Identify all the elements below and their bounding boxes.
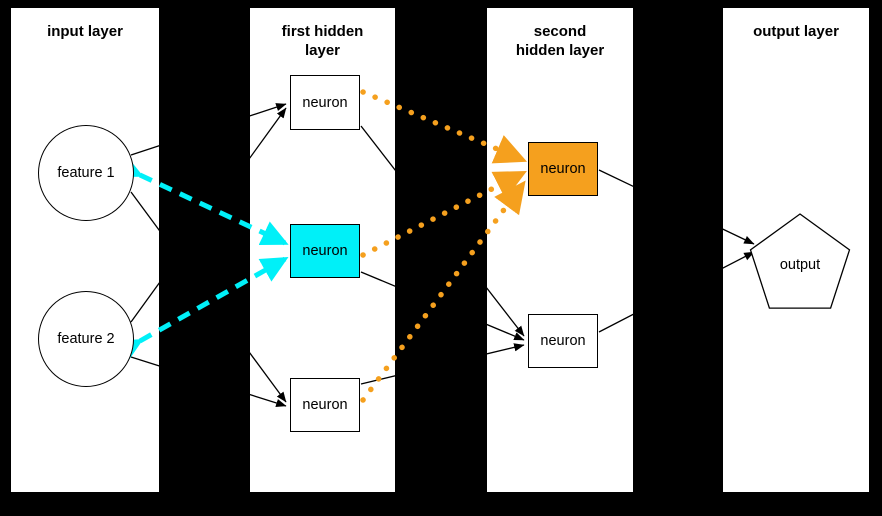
node-hidden2-neuron-bottom[interactable]: neuron xyxy=(528,314,598,368)
node-hidden2-neuron-bottom-label: neuron xyxy=(540,333,586,349)
panel-second-hidden-layer xyxy=(487,8,633,492)
node-hidden2-neuron-top-label: neuron xyxy=(540,161,586,177)
panel-input-layer xyxy=(11,8,159,492)
title-first-hidden-layer: first hidden layer xyxy=(281,23,364,59)
node-feature-2-label: feature 2 xyxy=(57,331,115,347)
panel-output-layer xyxy=(723,8,869,492)
node-hidden1-neuron-bottom[interactable]: neuron xyxy=(290,378,360,432)
node-feature-2[interactable]: feature 2 xyxy=(38,291,134,387)
node-feature-1-label: feature 1 xyxy=(57,165,115,181)
node-hidden1-neuron-middle[interactable]: neuron xyxy=(290,224,360,278)
node-hidden1-neuron-middle-label: neuron xyxy=(302,243,348,259)
node-hidden1-neuron-top-label: neuron xyxy=(302,94,348,111)
node-feature-1[interactable]: feature 1 xyxy=(38,125,134,221)
title-input-layer: input layer xyxy=(47,23,123,40)
node-output-label: output xyxy=(779,257,821,273)
node-hidden1-neuron-top[interactable]: neuron xyxy=(290,75,360,130)
node-hidden2-neuron-top[interactable]: neuron xyxy=(528,142,598,196)
node-hidden1-neuron-bottom-label: neuron xyxy=(302,397,348,413)
title-output-layer: output layer xyxy=(753,23,839,40)
title-second-hidden-layer: second hidden layer xyxy=(515,23,605,59)
